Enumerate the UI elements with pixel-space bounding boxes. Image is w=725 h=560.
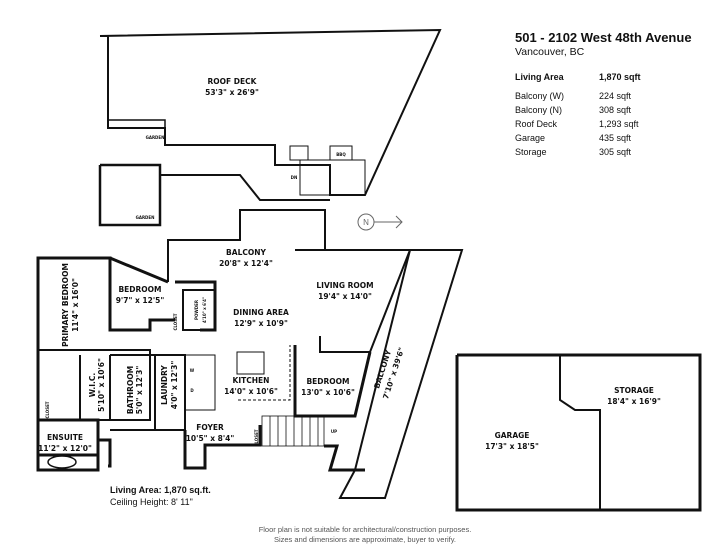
garden-label: GARDEN bbox=[136, 215, 155, 220]
garage-storage-outline bbox=[455, 353, 702, 512]
area-value: 308 sqft bbox=[599, 105, 632, 115]
foyer-label: FOYER bbox=[196, 423, 224, 432]
ensuite-walls bbox=[36, 418, 100, 472]
living-walls bbox=[295, 249, 412, 353]
balcony-w-dim: 20'8" x 12'4" bbox=[219, 259, 273, 268]
north-arrow-icon: N bbox=[357, 213, 403, 231]
area-label: Balcony (W) bbox=[515, 91, 565, 101]
washer-label: W bbox=[190, 368, 195, 373]
ceiling-height-text: Ceiling Height: 8' 11" bbox=[110, 497, 193, 507]
area-label: Balcony (N) bbox=[515, 105, 563, 115]
garden-box-lower bbox=[98, 163, 162, 227]
kitchen-dim: 14'0" x 10'6" bbox=[224, 387, 278, 396]
bbq-label: BBQ bbox=[336, 152, 346, 157]
area-row: Garage 435 sqft bbox=[515, 131, 692, 145]
living-area-row: Living Area 1,870 sqft bbox=[515, 70, 692, 84]
area-row: Balcony (W) 224 sqft bbox=[515, 89, 692, 103]
garage-dim: 17'3" x 18'5" bbox=[485, 442, 539, 451]
kitchen-counter bbox=[238, 345, 291, 401]
west-wall bbox=[38, 256, 175, 332]
laundry-dim: 4'0" x 12'3" bbox=[170, 361, 179, 410]
bedroom-label: BEDROOM bbox=[118, 285, 161, 294]
balcony-n-outline bbox=[338, 249, 464, 499]
property-info: 501 - 2102 West 48th Avenue Vancouver, B… bbox=[515, 30, 692, 159]
dining-dim: 12'9" x 10'9" bbox=[234, 319, 288, 328]
appliances bbox=[185, 354, 216, 411]
disclaimer-line: Sizes and dimensions are approximate, bu… bbox=[273, 535, 457, 544]
kitchen-island bbox=[236, 351, 265, 375]
ensuite-dim: 11'2" x 12'0" bbox=[38, 444, 92, 453]
garage-label: GARAGE bbox=[495, 431, 530, 440]
area-row: Storage 305 sqft bbox=[515, 145, 692, 159]
garden-box-top bbox=[108, 119, 166, 145]
east-main bbox=[324, 444, 365, 472]
closet-label: CLOSET bbox=[173, 313, 178, 330]
storage-label: STORAGE bbox=[614, 386, 654, 395]
city: Vancouver, BC bbox=[515, 46, 585, 58]
laundry-label: LAUNDRY bbox=[160, 365, 169, 405]
garage-divider bbox=[559, 355, 601, 510]
living-area-note: Living Area: 1,870 sq.ft. Ceiling Height… bbox=[110, 484, 211, 508]
area-value: 1,293 sqft bbox=[599, 119, 639, 129]
bedroom2-dim: 13'0" x 10'6" bbox=[301, 388, 355, 397]
dryer-label: D bbox=[190, 388, 194, 393]
living-room-label: LIVING ROOM bbox=[316, 281, 373, 290]
closet-label: CLOSET bbox=[45, 401, 50, 418]
roof-deck-outline bbox=[99, 28, 442, 196]
bedroom2-walls bbox=[293, 345, 372, 418]
disclaimer-line: Floor plan is not suitable for architect… bbox=[258, 525, 472, 534]
area-label: Roof Deck bbox=[515, 119, 558, 129]
dn-label: DN bbox=[291, 175, 298, 180]
primary-bedroom-label: PRIMARY BEDROOM bbox=[61, 263, 70, 347]
powder-label: POWDER bbox=[194, 300, 199, 320]
area-value: 224 sqft bbox=[599, 91, 632, 101]
wic-dim: 5'10" x 10'6" bbox=[97, 358, 106, 412]
up-label: UP bbox=[331, 429, 337, 434]
counter bbox=[289, 145, 309, 161]
inner-walls bbox=[38, 349, 151, 421]
living-room-dim: 19'4" x 14'0" bbox=[318, 292, 372, 301]
area-value: 435 sqft bbox=[599, 133, 632, 143]
bathroom-label: BATHROOM bbox=[126, 366, 135, 414]
stairs-main bbox=[261, 415, 325, 447]
primary-bedroom-dim: 11'4" x 16'0" bbox=[71, 278, 80, 332]
storage-dim: 18'4" x 16'9" bbox=[607, 397, 661, 406]
area-label: Storage bbox=[515, 147, 547, 157]
area-row: Balcony (N) 308 sqft bbox=[515, 103, 692, 117]
bedroom2-label: BEDROOM bbox=[306, 377, 349, 386]
area-value: 305 sqft bbox=[599, 147, 632, 157]
roof-deck-dim: 53'3" x 26'9" bbox=[205, 88, 259, 97]
foyer-walls bbox=[183, 425, 262, 470]
powder-room bbox=[182, 289, 216, 331]
roof-deck-label: ROOF DECK bbox=[208, 77, 258, 86]
bathroom-dim: 5'0" x 12'3" bbox=[135, 366, 144, 415]
bath-laundry bbox=[110, 354, 186, 431]
living-area-text: Living Area: 1,870 sq.ft. bbox=[110, 485, 211, 495]
ensuite-label: ENSUITE bbox=[47, 433, 83, 442]
bedroom-dim: 9'7" x 12'5" bbox=[116, 296, 165, 305]
powder-dim: 4'10" x 6'4" bbox=[202, 297, 207, 323]
walls bbox=[36, 28, 702, 512]
bathtub bbox=[47, 455, 77, 469]
area-row: Roof Deck 1,293 sqft bbox=[515, 117, 692, 131]
closet-label: CLOSET bbox=[254, 429, 259, 446]
foyer-dim: 10'5" x 8'4" bbox=[186, 434, 235, 443]
dining-label: DINING AREA bbox=[233, 308, 289, 317]
wic-label: W.I.C. bbox=[88, 373, 97, 398]
disclaimer: Floor plan is not suitable for architect… bbox=[200, 525, 530, 545]
area-value: 1,870 sqft bbox=[599, 72, 641, 82]
deck-connector bbox=[160, 174, 330, 201]
address: 501 - 2102 West 48th Avenue bbox=[515, 30, 692, 45]
balcony-w-label: BALCONY bbox=[226, 248, 266, 257]
area-label: Garage bbox=[515, 133, 546, 143]
balcony-w-outline bbox=[167, 209, 326, 282]
kitchen-label: KITCHEN bbox=[233, 376, 270, 385]
garden-label: GARDEN bbox=[146, 135, 165, 140]
north-label: N bbox=[363, 218, 369, 227]
bbq bbox=[329, 145, 353, 161]
area-label: Living Area bbox=[515, 72, 564, 82]
